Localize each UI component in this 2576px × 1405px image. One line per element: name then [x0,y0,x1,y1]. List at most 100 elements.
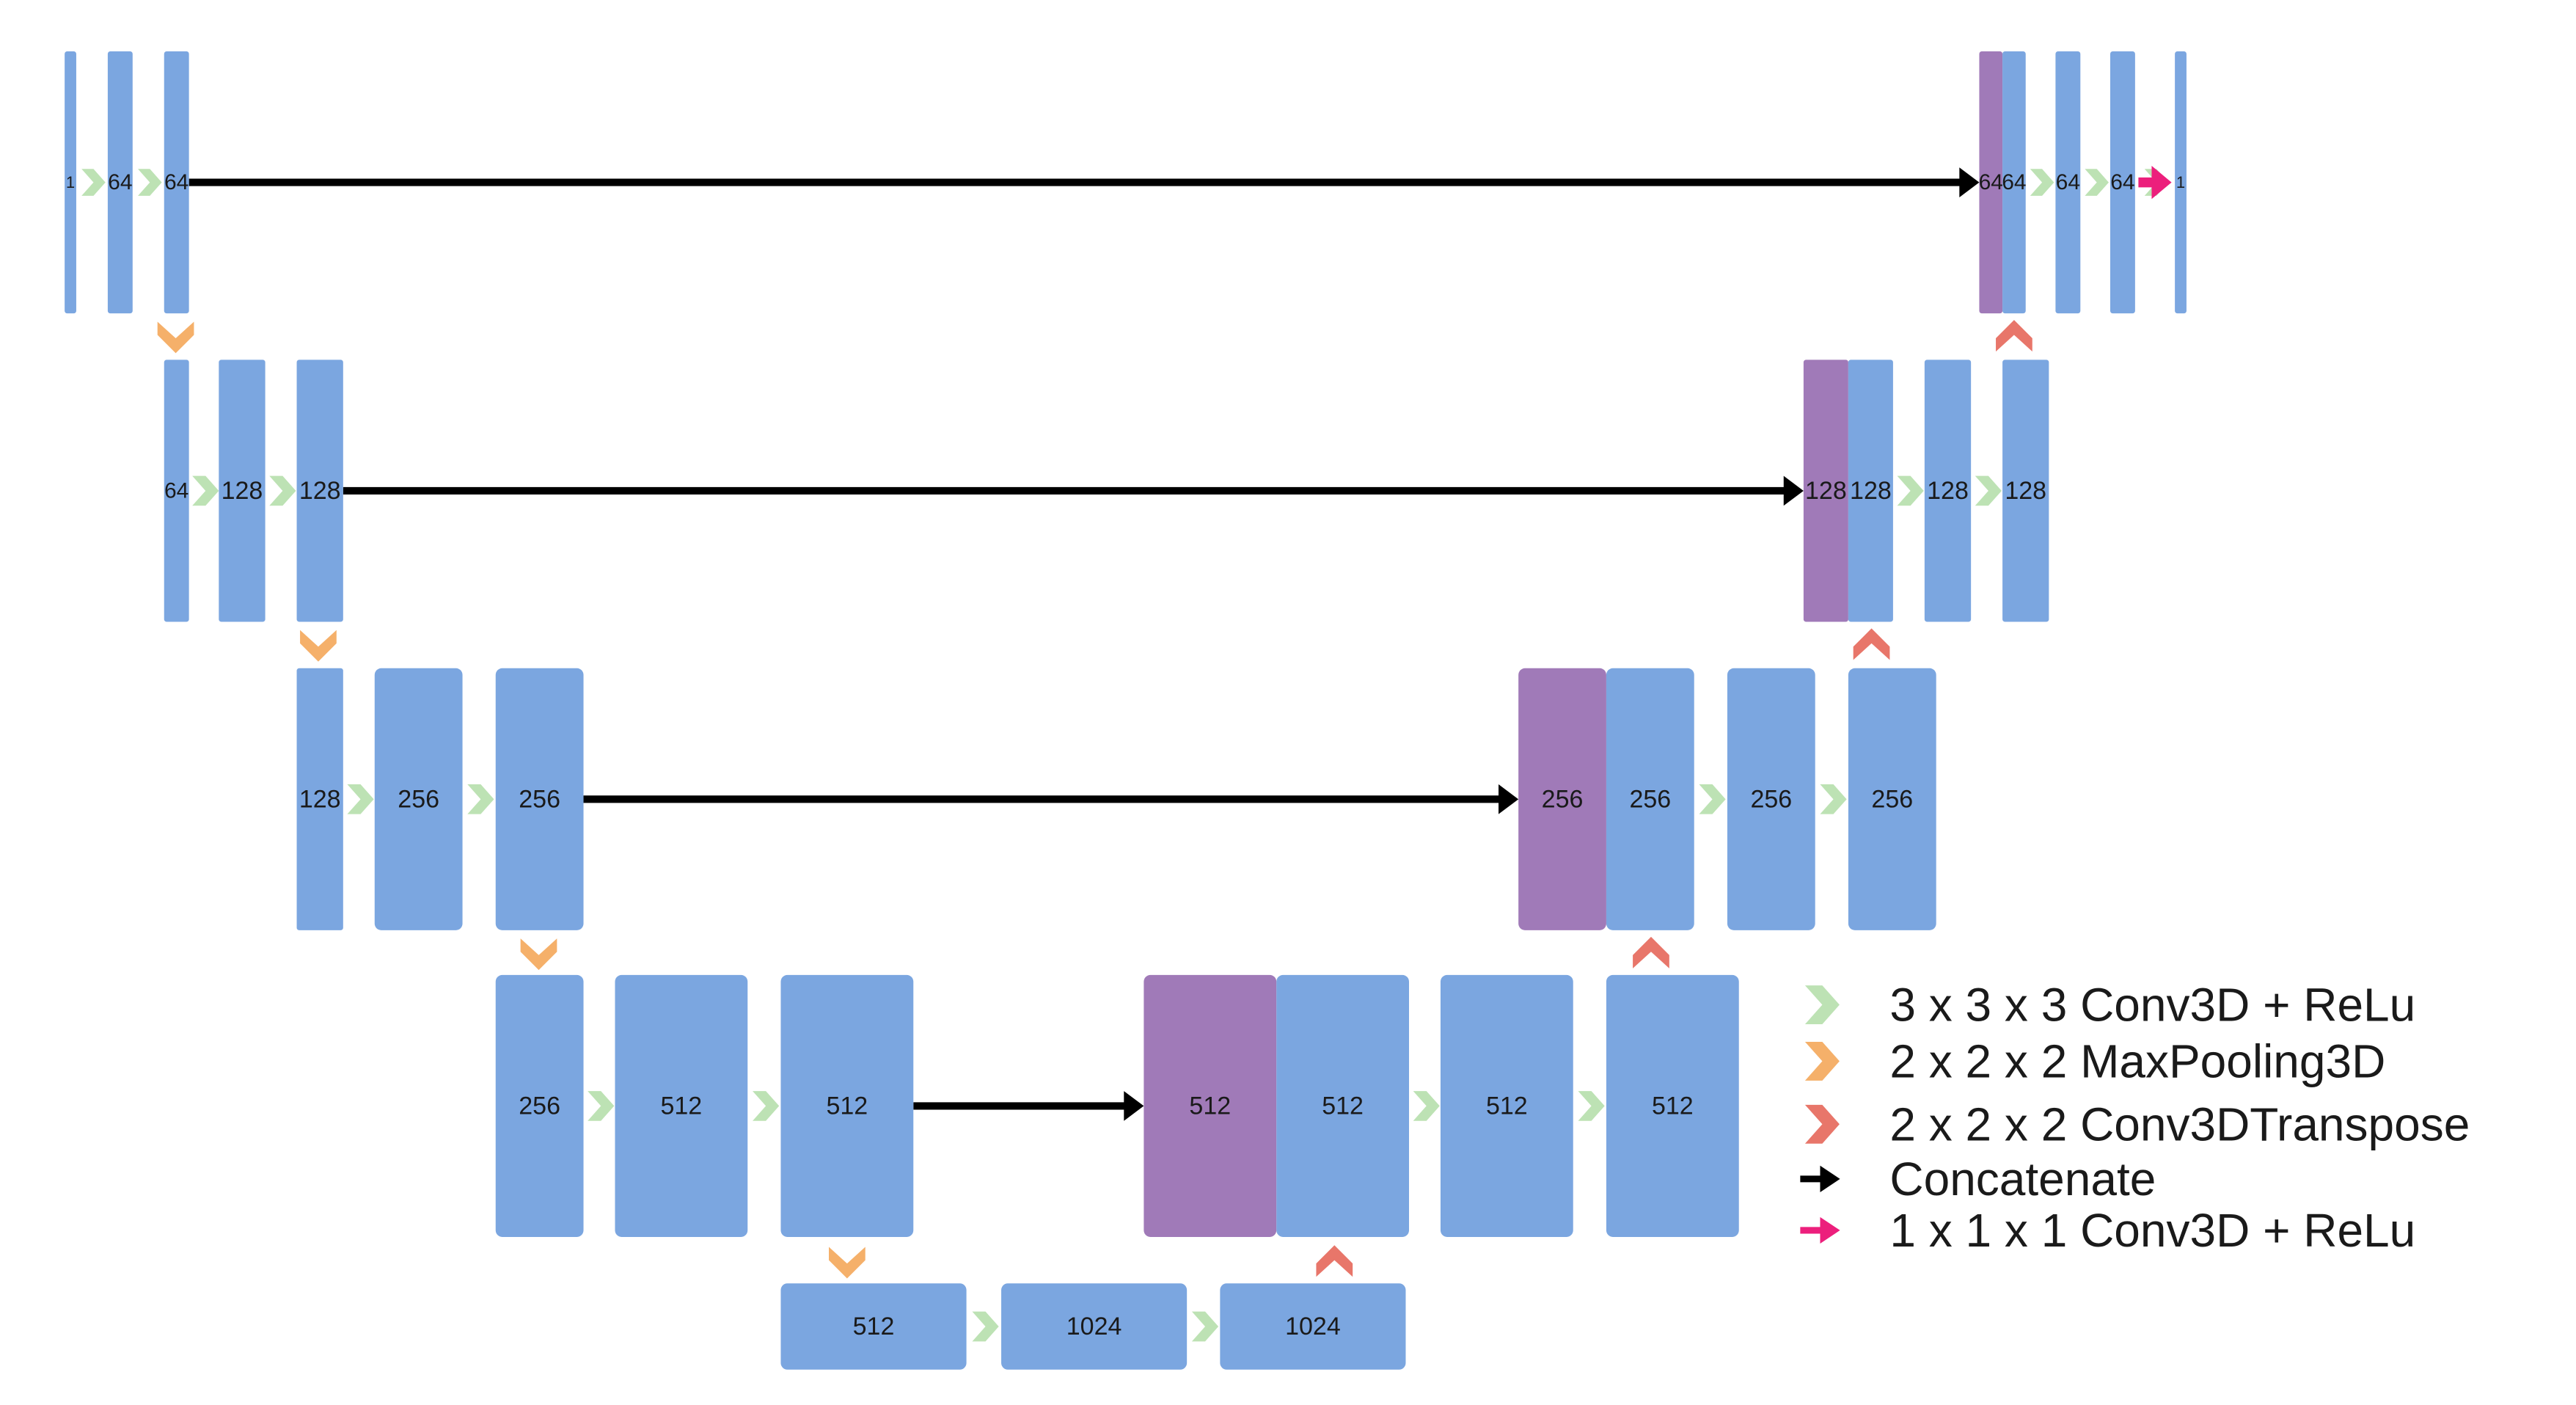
conv-relu-arrow-icon [2030,169,2054,196]
decoder-block-l1-2-label: 128 [1927,477,1969,505]
concatenate-arrow-l1-head [1783,475,1804,506]
legend-label: 2 x 2 x 2 Conv3DTranspose [1889,1098,2470,1150]
concat-block-l2-0-label: 256 [1542,785,1584,813]
encoder-block-l1-0-label: 64 [164,478,189,503]
legend-label: 1 x 1 x 1 Conv3D + ReLu [1889,1204,2415,1257]
decoder-block-l0-2-label: 64 [2056,170,2080,194]
encoder-block-l0-1 [107,51,133,314]
conv-relu-arrow-icon [1699,784,1726,814]
legend-label: Concatenate [1889,1153,2156,1205]
encoder-block-l3-0 [495,974,584,1237]
conv-relu-arrow-icon [467,784,494,814]
conv-transpose-arrow-icon [1316,1245,1353,1277]
maxpool-arrow-icon [157,321,194,354]
concat-block-l1-0 [1803,360,1848,622]
conv-transpose-arrow-icon [1996,320,2032,352]
concat-block-l0-0-label: 64 [1979,170,2003,194]
conv-relu-arrow-icon [588,1091,615,1121]
encoder-block-l3-2-label: 512 [826,1092,868,1120]
legend-label: 2 x 2 x 2 MaxPooling3D [1889,1034,2385,1087]
concatenate-arrow-l0-head [1959,167,1980,197]
encoder-block-l2-1-label: 256 [398,785,439,813]
encoder-block-l1-1-label: 128 [222,477,263,505]
conv-relu-arrow-icon [1578,1091,1605,1121]
encoder-block-l3-2 [780,974,914,1237]
conv-transpose-arrow-icon-legend [1804,1104,1840,1144]
decoder-block-l2-1-label: 256 [1629,785,1671,813]
encoder-block-l2-2-label: 256 [519,785,560,813]
legend-label: 3 x 3 x 3 Conv3D + ReLu [1889,979,2415,1032]
bottleneck-block-2-label: 1024 [1285,1313,1341,1340]
conv-relu-arrow-icon [1975,475,2002,506]
conv-relu-arrow-icon [269,475,296,506]
decoder-block-l0-1 [2002,51,2026,314]
encoder-block-l0-2 [164,51,189,314]
encoder-block-l2-2 [495,668,584,930]
concatenate-arrow-icon-legend-head [1820,1165,1840,1192]
decoder-block-l3-1-label: 512 [1322,1092,1364,1120]
encoder-block-l1-2-label: 128 [299,477,341,505]
concat-block-l0-0 [1979,51,2003,314]
decoder-block-l3-3-label: 512 [1652,1092,1694,1120]
decoder-block-l3-2-label: 512 [1486,1092,1528,1120]
concatenate-arrow-l3-head [1124,1091,1144,1121]
encoder-block-l0-1-label: 64 [108,170,132,194]
encoder-block-l1-1 [219,360,266,622]
encoder-block-l0-0-label: 1 [66,173,75,191]
encoder-block-l1-0 [164,360,189,622]
concatenate-arrow-l2-head [1499,784,1519,814]
conv-relu-arrow-icon [192,475,219,506]
encoder-block-l0-2-label: 64 [164,170,189,194]
conv-transpose-arrow-icon [1853,628,1890,660]
conv-relu-arrow-icon [81,169,106,196]
concat-block-l3-0 [1144,974,1277,1237]
decoder-block-l0-3 [2110,51,2135,314]
encoder-block-l2-0-label: 128 [299,785,341,813]
decoder-block-l2-3 [1848,668,1936,930]
bottleneck-block-1-label: 1024 [1066,1313,1122,1340]
decoder-block-l2-1 [1606,668,1694,930]
conv-relu-arrow-icon [1897,475,1924,506]
encoder-block-l3-0-label: 256 [519,1092,560,1120]
maxpool-arrow-icon [829,1247,866,1279]
conv-relu-arrow-icon [138,169,162,196]
decoder-block-l3-1 [1276,974,1409,1237]
encoder-block-l3-1-label: 512 [660,1092,702,1120]
concatenate-connections [189,167,1980,1121]
concat-block-l2-0 [1518,668,1606,930]
maxpool-arrow-icon-legend [1804,1041,1840,1081]
decoder-block-l0-2 [2055,51,2081,314]
conv-relu-arrow-icon [2085,169,2109,196]
encoder-block-l3-1 [615,974,748,1237]
decoder-block-l1-1 [1848,360,1893,622]
bottleneck-block-2 [1220,1283,1406,1370]
decoder-block-l1-1-label: 128 [1850,477,1892,505]
decoder-block-l1-3-label: 128 [2005,477,2046,505]
concat-block-l3-0-label: 512 [1189,1092,1231,1120]
decoder-block-l3-2 [1440,974,1573,1237]
decoder-block-l2-2-label: 256 [1750,785,1792,813]
decoder-block-l0-3-label: 64 [2110,170,2134,194]
conv-relu-arrow-icon [1413,1091,1440,1121]
operation-arrows [81,166,2172,1342]
encoder-block-l2-1 [374,668,463,930]
encoder-block-l1-2 [296,360,343,622]
conv-relu-arrow-icon [347,784,374,814]
decoder-block-l0-4-label: 1 [2176,173,2185,191]
conv-relu-arrow-icon [1820,784,1847,814]
decoder-block-l2-3-label: 256 [1871,785,1913,813]
bottleneck-block-1 [1001,1283,1188,1370]
conv-transpose-arrow-icon [1633,936,1669,968]
decoder-block-l1-3 [2002,360,2049,622]
decoder-block-l0-1-label: 64 [2002,170,2026,194]
concat-block-l1-0-label: 128 [1805,477,1847,505]
final-conv-arrow-icon-legend-head [1820,1216,1840,1244]
encoder-block-l2-0 [296,668,343,930]
conv-relu-arrow-icon [972,1311,999,1342]
decoder-block-l1-2 [1924,360,1972,622]
encoder-block-l0-0 [65,51,76,314]
maxpool-arrow-icon [300,629,337,662]
maxpool-arrow-icon [520,938,557,971]
